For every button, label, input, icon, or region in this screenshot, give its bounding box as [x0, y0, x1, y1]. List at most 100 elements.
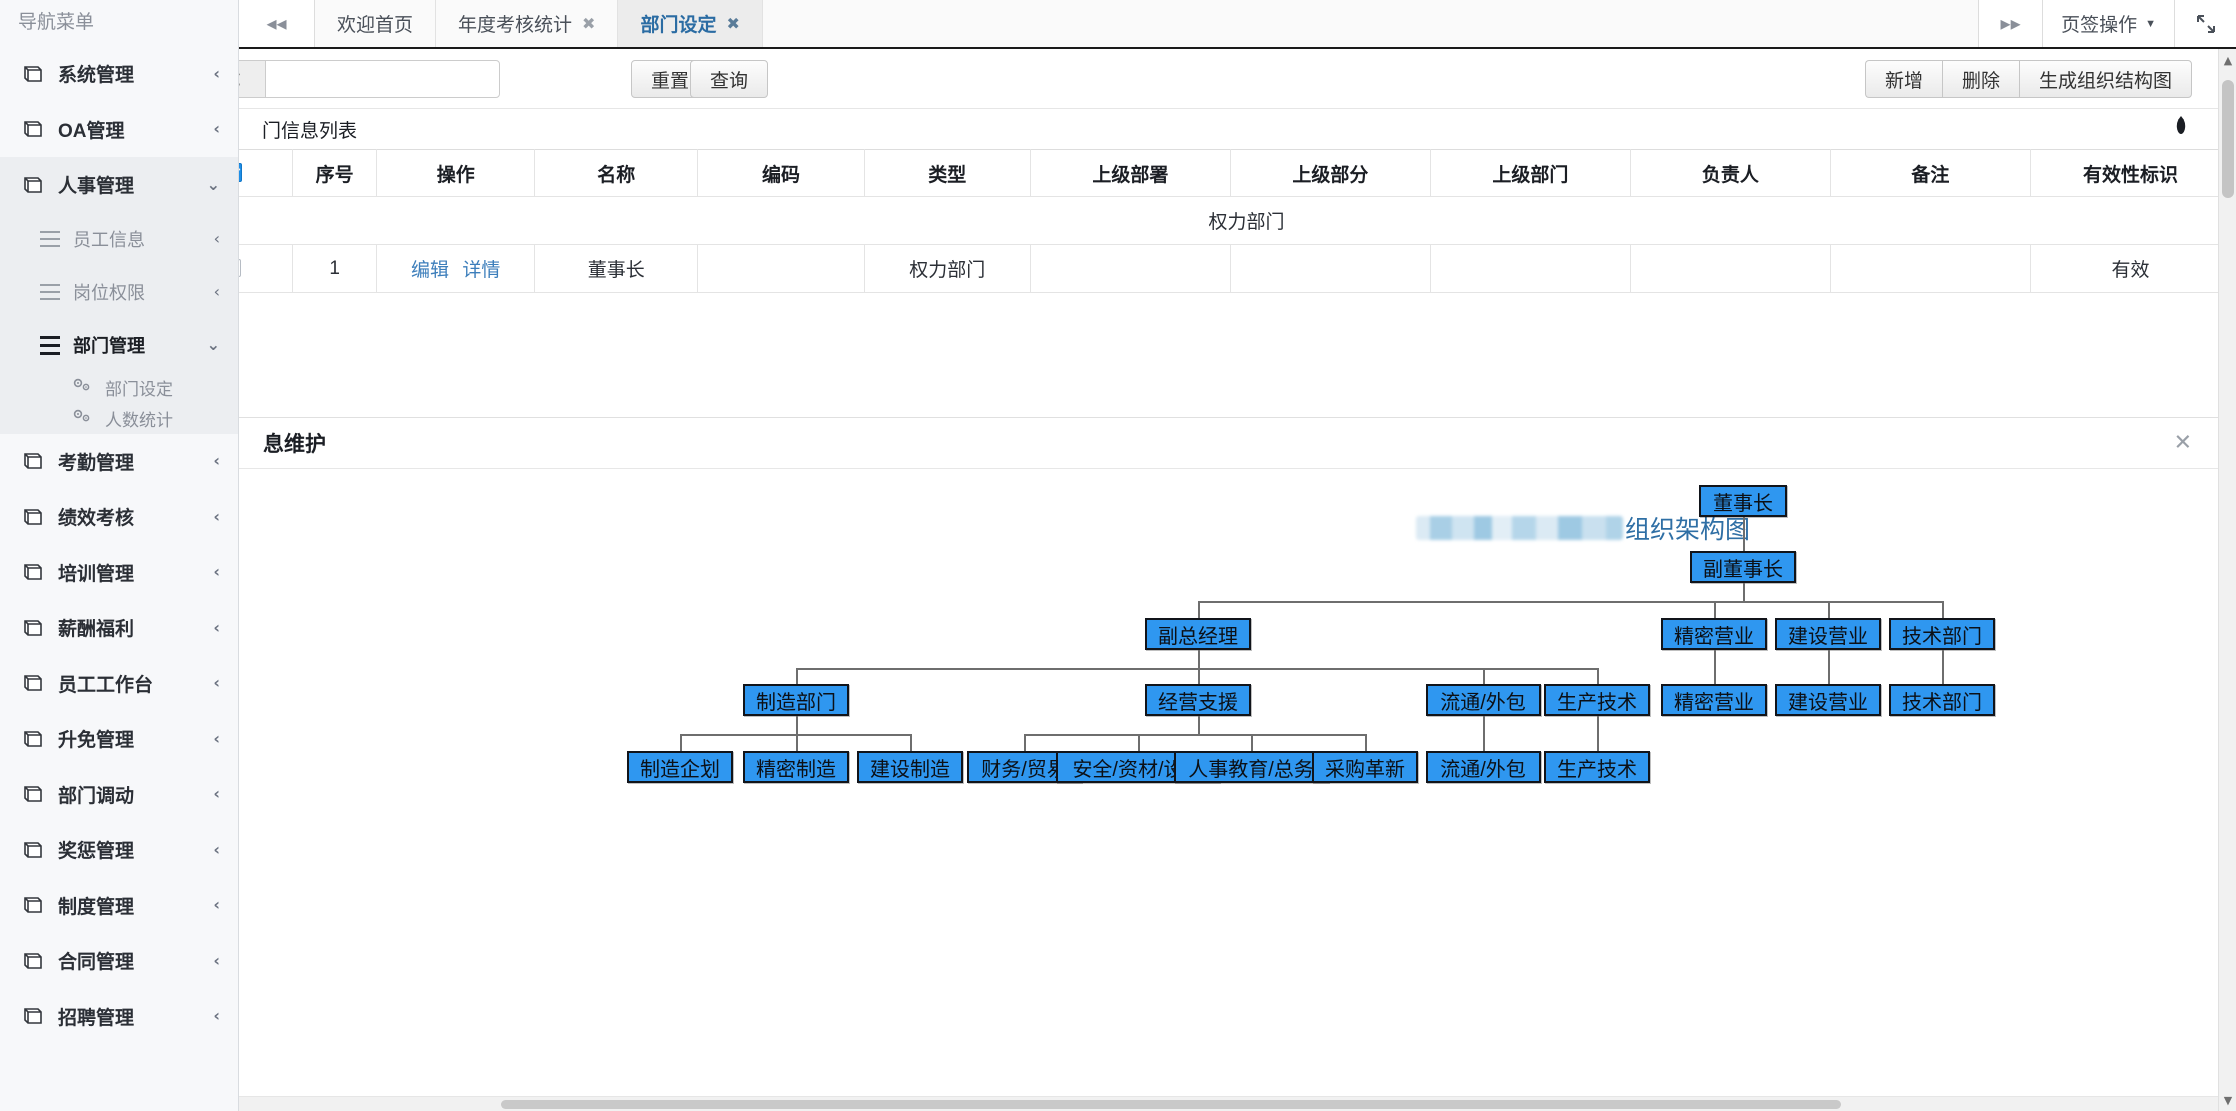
org-node[interactable]: 采购革新: [1312, 751, 1418, 783]
sidebar-item-headcount-statistics[interactable]: 人数统计: [0, 403, 238, 434]
sidebar-item-department-management[interactable]: 部门管理 ⌄: [0, 319, 238, 372]
org-node[interactable]: 生产技术: [1544, 684, 1650, 716]
check-icon[interactable]: [239, 163, 242, 183]
close-icon[interactable]: ✕: [2173, 430, 2192, 456]
org-node[interactable]: 精密营业: [1661, 618, 1767, 650]
list-icon: [40, 282, 60, 303]
org-node[interactable]: 技术部门: [1889, 684, 1995, 716]
org-node[interactable]: 经营支援: [1145, 684, 1251, 716]
search-input[interactable]: [265, 60, 500, 98]
org-node[interactable]: 精密营业: [1661, 684, 1767, 716]
double-chevron-left-icon[interactable]: ◂◂: [239, 0, 315, 47]
action-button-group: 新增 删除 生成组织结构图: [1864, 60, 2192, 98]
scroll-down-icon[interactable]: ▼: [2223, 1093, 2233, 1107]
org-edge: [1198, 668, 1200, 684]
org-node[interactable]: 精密制造: [743, 751, 849, 783]
chevron-left-icon: ‹: [213, 506, 220, 526]
toolbar: 名称 重置 查询 新增 删除 生成组织结构图: [239, 49, 2236, 109]
sidebar-item-training-management[interactable]: 培训管理 ‹: [0, 544, 238, 600]
expand-icon[interactable]: [2174, 0, 2236, 47]
org-node-label: 制造企划: [640, 758, 720, 781]
detail-link[interactable]: 详情: [462, 260, 501, 281]
org-node[interactable]: 制造企划: [627, 751, 733, 783]
sidebar-item-performance-assessment[interactable]: 绩效考核 ‹: [0, 489, 238, 545]
generate-org-chart-button[interactable]: 生成组织结构图: [2018, 60, 2192, 98]
org-node-label: 技术部门: [1902, 691, 1982, 714]
org-node-label: 生产技术: [1557, 758, 1637, 781]
sidebar-item-promotion-management[interactable]: 升免管理 ‹: [0, 711, 238, 767]
org-node[interactable]: 副总经理: [1145, 618, 1251, 650]
sidebar-item-employee-info[interactable]: 员工信息 ‹: [0, 213, 238, 266]
scrollbar-thumb[interactable]: [501, 1100, 1841, 1109]
table-header-select-all[interactable]: [239, 149, 294, 197]
sidebar-item-department-setting[interactable]: 部门设定: [0, 372, 238, 403]
org-chart-title: 组织架构图: [1416, 510, 1750, 546]
row-select-checkbox-cell[interactable]: [239, 244, 294, 293]
sidebar-item-recruitment-management[interactable]: 招聘管理 ‹: [0, 988, 238, 1044]
sidebar-item-compensation-benefits[interactable]: 薪酬福利 ‹: [0, 600, 238, 656]
sidebar-item-system-management[interactable]: 系统管理 ‹: [0, 46, 238, 102]
gears-icon: [72, 408, 94, 429]
sidebar-item-department-transfer[interactable]: 部门调动 ‹: [0, 766, 238, 822]
sidebar-item-reward-punishment[interactable]: 奖惩管理 ‹: [0, 822, 238, 878]
tab-bar: ◂◂ 欢迎首页 年度考核统计 ✖ 部门设定 ✖ ▸▸ 页签操作 ▼: [239, 0, 2236, 49]
org-node[interactable]: 建设营业: [1775, 618, 1881, 650]
edit-link[interactable]: 编辑: [411, 260, 450, 281]
list-panel-header: 门信息列表: [239, 109, 2236, 149]
org-node[interactable]: 制造部门: [743, 684, 849, 716]
list-panel-title: 门信息列表: [262, 120, 358, 142]
row-parent-deploy: [1029, 244, 1231, 293]
query-button[interactable]: 查询: [690, 60, 769, 98]
row-actions[interactable]: 编辑 详情: [376, 244, 536, 293]
org-node[interactable]: 人事教育/总务: [1173, 751, 1329, 783]
org-node[interactable]: 董事长: [1699, 485, 1787, 517]
org-edge: [680, 734, 910, 736]
row-parent-part: [1229, 244, 1431, 293]
sidebar-item-attendance-management[interactable]: 考勤管理 ‹: [0, 433, 238, 489]
table-row[interactable]: 1 编辑 详情 董事长 权力部门 有效: [239, 244, 2232, 293]
org-node[interactable]: 生产技术: [1544, 751, 1650, 783]
delete-button[interactable]: 删除: [1941, 60, 2019, 98]
vertical-scrollbar[interactable]: ▲ ▼: [2218, 49, 2236, 1111]
page-operations-menu[interactable]: 页签操作 ▼: [2042, 0, 2174, 47]
org-node[interactable]: 流通/外包: [1425, 751, 1541, 783]
book-icon: [22, 563, 44, 581]
org-node[interactable]: 建设制造: [857, 751, 963, 783]
sidebar-item-employee-workbench[interactable]: 员工工作台 ‹: [0, 655, 238, 711]
tab-welcome-home[interactable]: 欢迎首页: [315, 0, 437, 47]
close-icon[interactable]: ✖: [582, 14, 596, 33]
org-node[interactable]: 建设营业: [1775, 684, 1881, 716]
refresh-icon[interactable]: [2170, 115, 2192, 143]
scrollbar-thumb[interactable]: [2222, 80, 2234, 198]
tab-department-setting[interactable]: 部门设定 ✖: [618, 0, 763, 47]
org-node[interactable]: 技术部门: [1889, 618, 1995, 650]
chevron-left-icon: ‹: [213, 617, 220, 637]
horizontal-scrollbar[interactable]: [239, 1096, 2218, 1111]
double-chevron-right-icon[interactable]: ▸▸: [1978, 0, 2043, 47]
org-edge: [1828, 650, 1830, 684]
close-icon[interactable]: ✖: [726, 14, 740, 33]
sidebar-item-label: 部门调动: [58, 785, 135, 807]
table-header-parent-part: 上级部分: [1229, 149, 1431, 197]
sidebar-item-label: 人事管理: [58, 176, 135, 198]
sidebar-item-policy-management[interactable]: 制度管理 ‹: [0, 877, 238, 933]
sidebar-item-hr-management[interactable]: 人事管理 ⌄: [0, 157, 238, 213]
org-edge: [1198, 716, 1200, 734]
scroll-up-icon[interactable]: ▲: [2223, 53, 2233, 67]
search-group: 名称: [239, 60, 500, 98]
org-edge: [1198, 650, 1200, 668]
tab-annual-assessment-statistics[interactable]: 年度考核统计 ✖: [436, 0, 619, 47]
sidebar-item-position-permission[interactable]: 岗位权限 ‹: [0, 266, 238, 319]
sidebar-item-contract-management[interactable]: 合同管理 ‹: [0, 933, 238, 989]
row-parent-dept: [1429, 244, 1631, 293]
org-node-label: 精密营业: [1674, 691, 1754, 714]
sidebar-item-oa-management[interactable]: OA管理 ‹: [0, 101, 238, 157]
org-edge: [1198, 601, 1942, 603]
org-node[interactable]: 副董事长: [1690, 551, 1796, 583]
chevron-left-icon: ‹: [213, 282, 220, 301]
org-edge: [1942, 601, 1944, 618]
org-node[interactable]: 流通/外包: [1425, 684, 1541, 716]
checkbox-icon[interactable]: [239, 259, 242, 278]
org-edge: [1024, 734, 1365, 736]
add-button[interactable]: 新增: [1864, 60, 1942, 98]
